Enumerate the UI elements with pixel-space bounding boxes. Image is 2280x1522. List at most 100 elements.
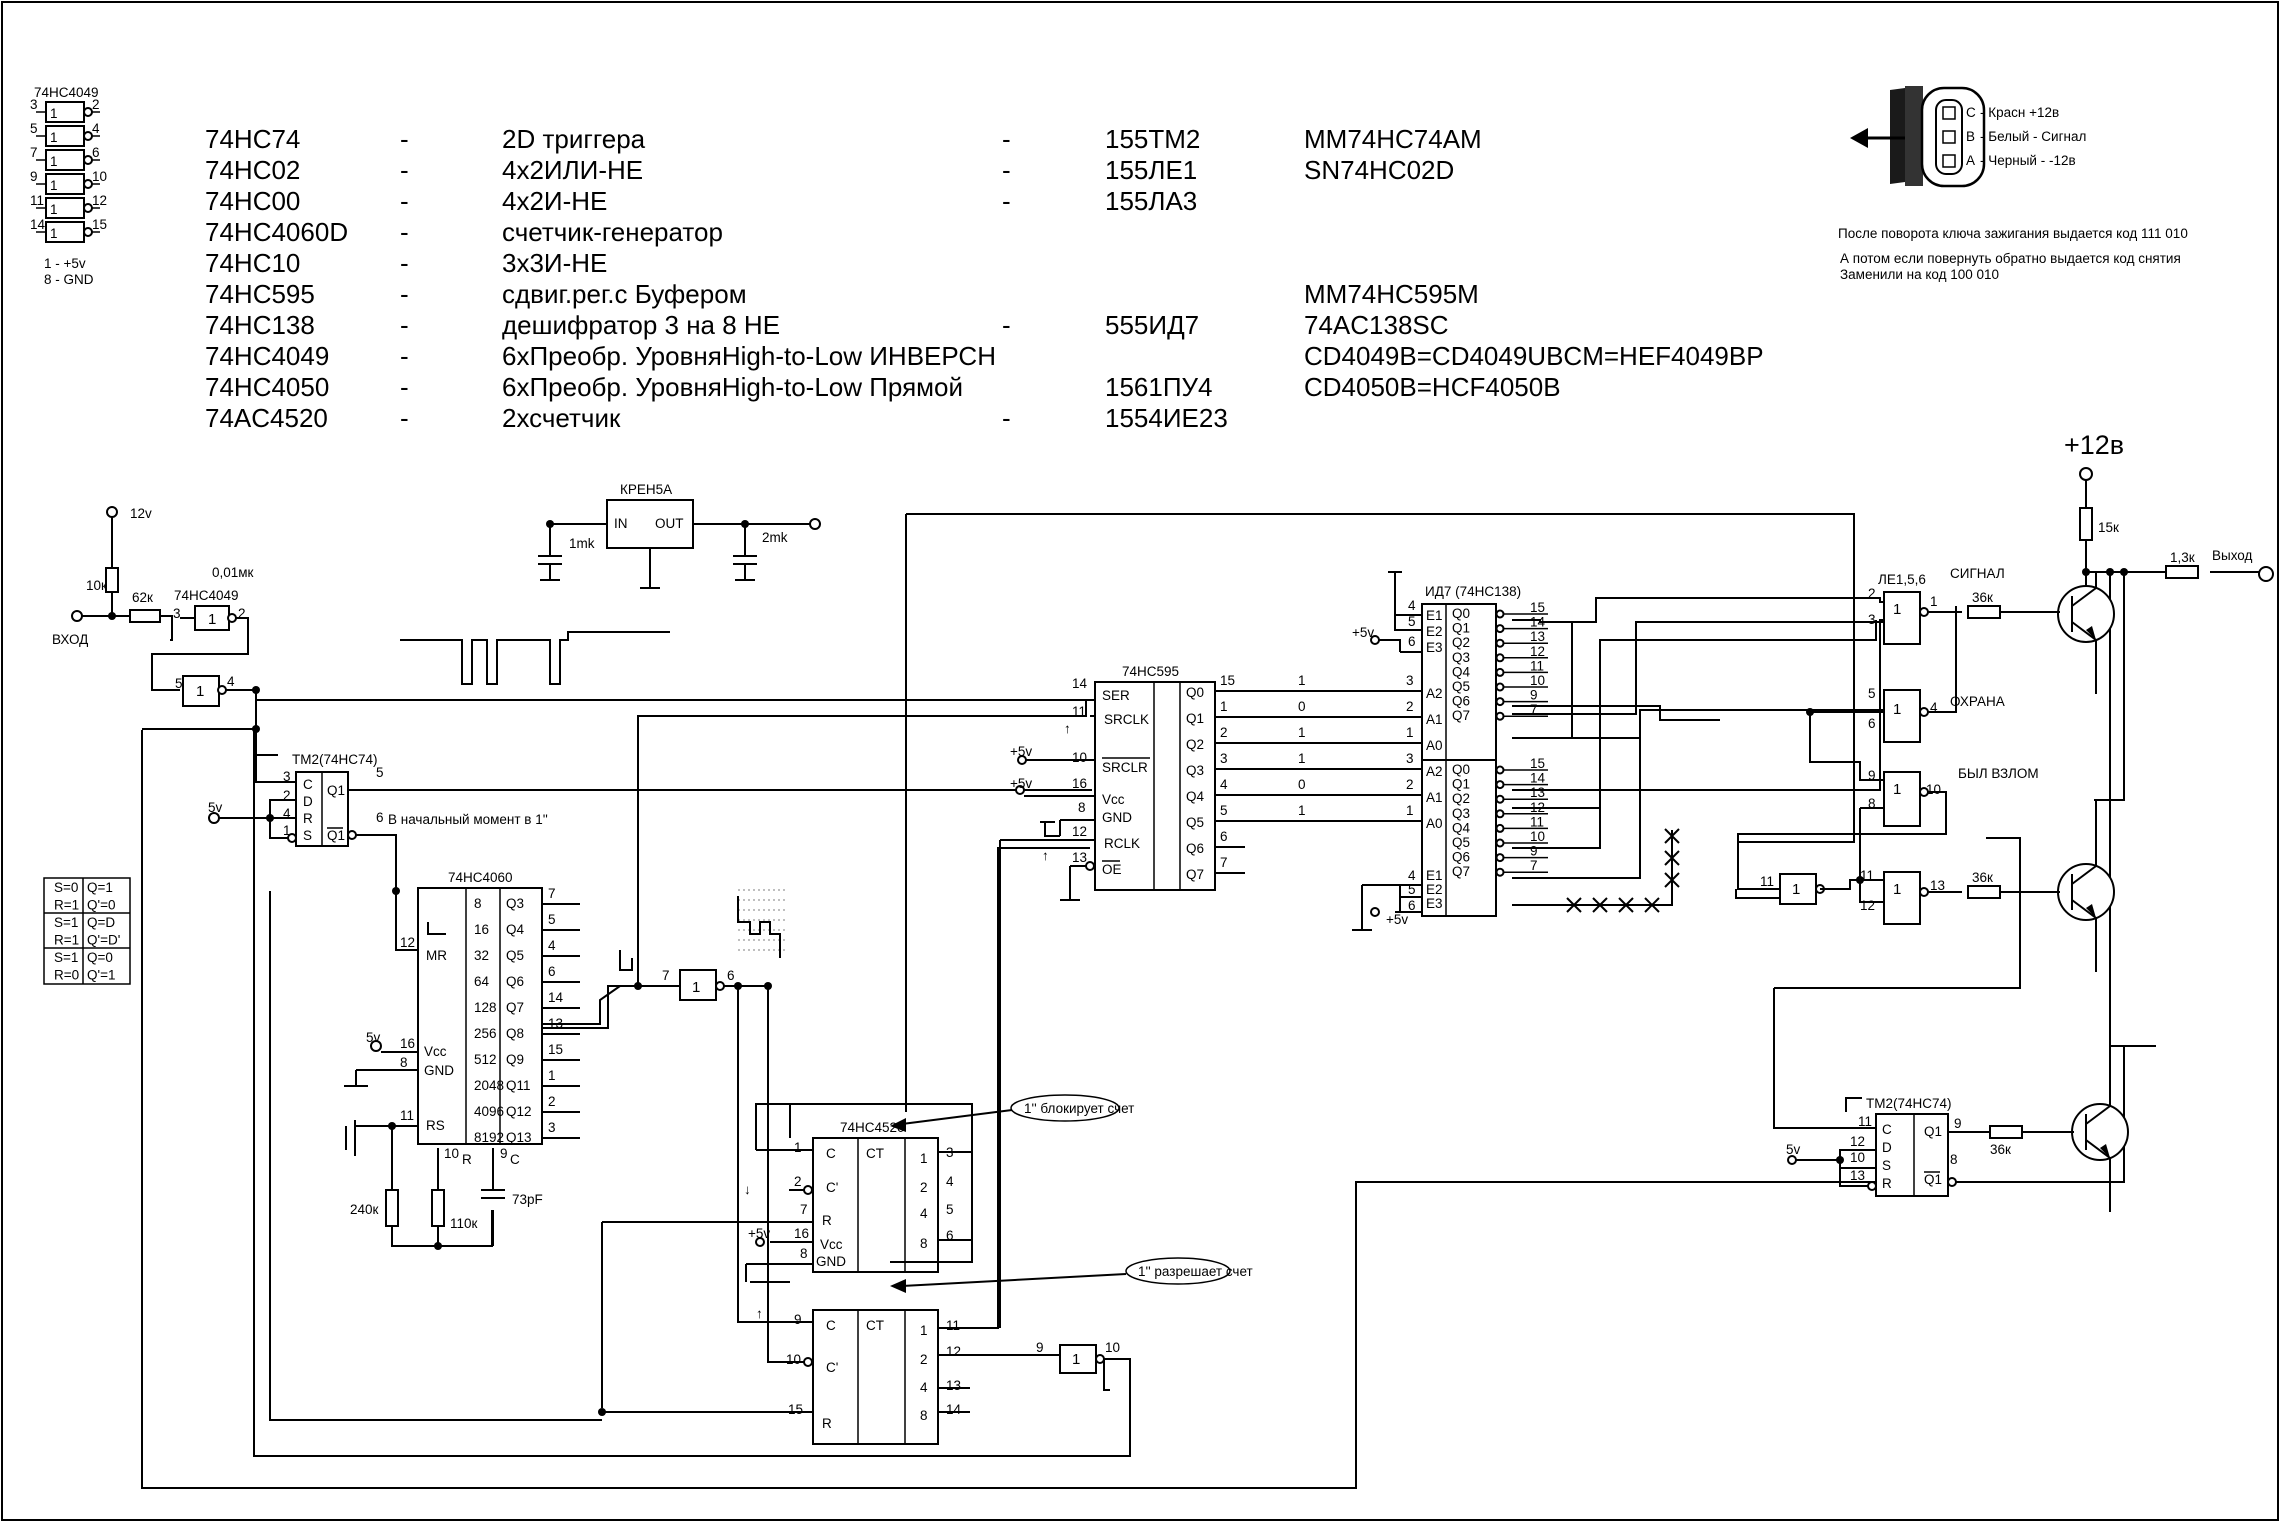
bus-bit-value: 1 [1298,751,1306,766]
connector-pin-a [1942,154,1956,168]
table-cell-alt: CD4050B=HCF4050B [1304,372,1561,402]
pin: Vcc [1102,792,1125,807]
pin: 8 [1868,796,1876,811]
pinout-bubble [83,227,93,237]
unused-x-mark [1664,850,1680,866]
gate-wires [1735,606,2040,903]
pin: 8 [400,1055,408,1070]
junction [434,1242,442,1250]
138-output-name: Q1 [1452,621,1470,636]
label-15k: 15к [2098,520,2119,535]
truth-cell: Q'=0 [87,898,115,913]
bus-bit-value: 0 [1298,699,1306,714]
unused-x-mark [1644,897,1660,913]
callout-allow-bubble [1125,1257,1231,1285]
138-enable-wires [1388,571,1422,653]
pin: 14 [548,990,564,1005]
table-cell-dash2: - [1002,155,1011,185]
input-waveform [400,631,670,685]
truth-cell: Q'=D' [87,933,120,948]
clock-waveform [737,896,781,958]
resistor-10k [105,567,119,593]
pin: 12 [1860,898,1875,913]
truth-cell: R=1 [54,898,79,913]
top-loop-wire [905,513,1855,1112]
unused-x-mark [1618,897,1634,913]
pin: OE [1102,862,1122,877]
138-a-body [1421,603,1497,761]
pin: 1 [1930,594,1938,609]
138-output-lead [1504,671,1548,830]
138-output-bubble [1495,638,1505,648]
pinout-out-pin: 6 [92,145,100,160]
138-output-bubble [1495,838,1505,848]
pin: 11 [400,1108,414,1123]
pin: GND [1102,810,1132,825]
pinout-gate-label: 1 [50,202,58,217]
pin: 4 [1220,777,1228,792]
label-tm2-b: ТМ2(74HC74) [1866,1096,1952,1111]
pin: 15 [548,1042,563,1057]
table-cell-chip: 74HC595 [205,279,315,309]
pin: 1 [1406,725,1414,740]
pin: 8 [920,1236,928,1251]
pin: 6 [727,968,735,983]
pin: 11 [946,1318,960,1333]
table-cell-ru: 555ИД7 [1105,310,1200,340]
table-cell-desc: счетчик-генератор [502,217,723,247]
pin: 16 [400,1036,415,1051]
pin: 1 [920,1323,928,1338]
5v-terminal [1787,1155,1797,1165]
138-output-name: Q3 [1452,650,1470,665]
4060-output-name: Q13 [506,1130,532,1145]
pin: 1 [920,1151,928,1166]
pin: 10 [444,1146,459,1161]
pin: 3 [1868,612,1876,627]
pin: 5 [548,912,556,927]
table-cell-chip: 74HC4049 [205,341,330,371]
bus-bit-value: 1 [1298,725,1306,740]
wires [637,699,1105,987]
label-inv1: 74HC4049 [174,588,239,603]
pin: 12 [946,1344,961,1359]
wire [255,754,278,770]
table-cell-desc: 6хПреобр. УровняHigh-to-Low Прямой [502,372,964,402]
138-output-lead [1504,715,1548,873]
pin: 12 [1072,824,1087,839]
pinout-in-pin: 5 [30,121,38,136]
pin: 6 [548,964,556,979]
pinout-in-pin: 14 [30,217,46,232]
595-output-name: Q7 [1186,867,1204,882]
gate-13 [1883,871,1921,925]
pin: 7 [548,886,556,901]
pinout-out-pin: 12 [92,193,107,208]
138-output-bubble [1495,794,1505,804]
label-5v: 5v [366,1030,381,1045]
connector-pin-letter: B [1966,129,1975,144]
truth-cell: R=1 [54,933,79,948]
pin: 14 [1530,771,1546,786]
pin: 2 [794,1174,802,1189]
table-cell-chip: 74HC10 [205,248,301,278]
pin: 3 [1406,751,1414,766]
tm2-b-body [1875,1113,1949,1197]
table-cell-ru: 155ТМ2 [1105,124,1201,154]
regulator-wires [550,523,810,589]
pin: 1 [794,1140,802,1155]
pin: 4 [227,674,235,689]
table-cell-alt: 74AC138SC [1304,310,1449,340]
pin: 2 [238,606,246,621]
arrowhead [890,1118,906,1132]
arrow-up: ↑ [1042,848,1049,863]
pin: 13 [946,1378,961,1393]
emitter-arrow [2086,904,2096,918]
table-cell-desc: 2D триггера [502,124,646,154]
pin: 6 [1408,634,1416,649]
pin: 2 [1406,777,1414,792]
138-output-name: Q7 [1452,864,1470,879]
note-line-1: После поворота ключа зажигания выдается … [1838,226,2188,241]
shift-register-595: 74HC595 SER SRCLK SRCLR Vcc GND RCLK OE … [256,664,1245,1328]
pin: 9 [794,1312,802,1327]
